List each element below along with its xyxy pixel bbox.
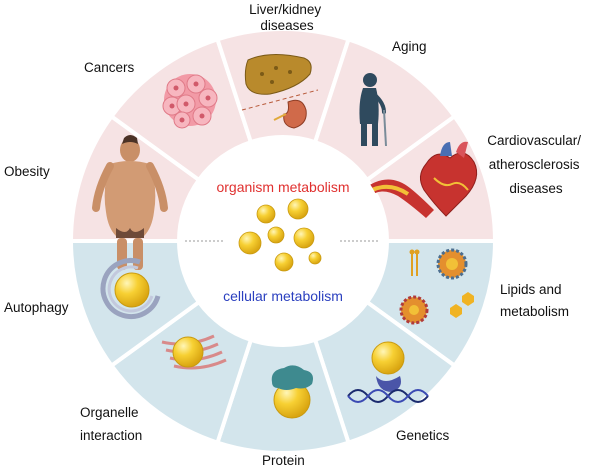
- obese-person-icon: [92, 135, 168, 270]
- autophagosome-icon: [100, 258, 161, 319]
- label-cardiovascular: Cardiovascular/ atherosclerosis diseases: [487, 133, 585, 196]
- lipid-droplet: [256, 204, 276, 224]
- label-obesity: Obesity: [4, 164, 50, 179]
- tumor-cell-cluster-icon: [162, 74, 218, 129]
- label-autophagy: Autophagy: [4, 300, 69, 315]
- heart-artery-icon: [368, 141, 478, 218]
- label-liver-kidney: Liver/kidney diseases: [249, 2, 325, 33]
- lipid-droplets-cluster: [238, 198, 322, 272]
- lipid-droplet: [287, 198, 309, 220]
- protein-droplet-icon: [271, 365, 313, 419]
- elderly-person-icon: [359, 73, 387, 147]
- label-organelle: Organelle interaction: [80, 405, 142, 443]
- liver-kidney-icon: [241, 54, 319, 129]
- lipid-droplet: [238, 231, 262, 255]
- organism-metabolism-label: organism metabolism: [216, 179, 349, 195]
- lipid-droplet: [267, 226, 285, 244]
- dna-droplet-icon: [347, 341, 429, 403]
- lipid-droplet: [293, 227, 315, 249]
- label-lipids: Lipids and metabolism: [500, 282, 569, 319]
- er-droplet-icon: [161, 334, 227, 370]
- center-circle: [179, 137, 387, 345]
- lipid-droplet: [274, 252, 294, 272]
- label-genetics: Genetics: [396, 428, 450, 443]
- label-cancers: Cancers: [84, 60, 135, 75]
- cellular-metabolism-label: cellular metabolism: [223, 288, 343, 304]
- lipid-droplet: [308, 251, 322, 265]
- sector-icons: [92, 54, 478, 419]
- lipoprotein-icon: [399, 248, 474, 325]
- label-protein: Protein: [262, 453, 305, 468]
- label-aging: Aging: [392, 39, 427, 54]
